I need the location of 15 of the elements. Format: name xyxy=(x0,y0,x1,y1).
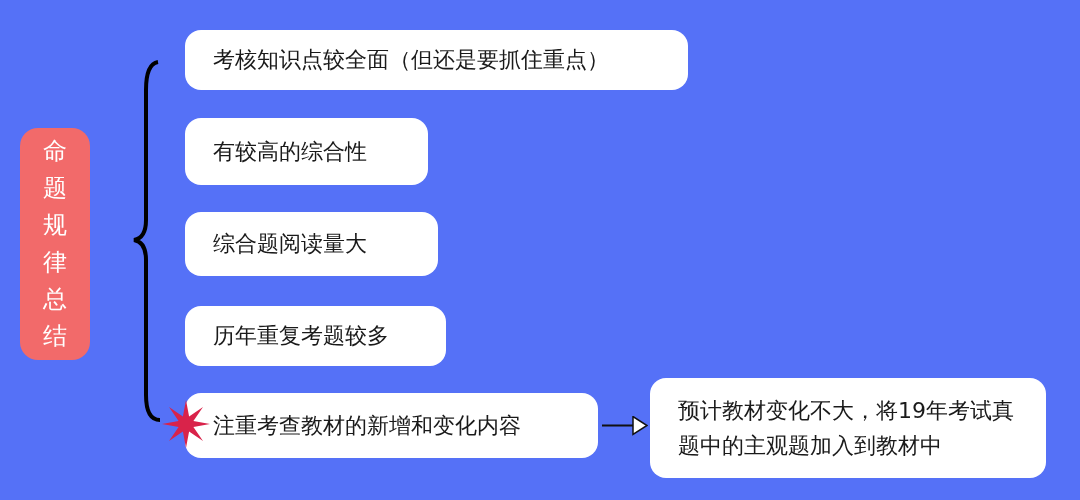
title-box xyxy=(20,128,90,360)
node-text: 考核知识点较全面（但还是要抓住重点） xyxy=(213,46,609,75)
node-text: 预计教材变化不大，将19年考试真题中的主观题加入到教材中 xyxy=(678,396,1015,460)
node-text: 综合题阅读量大 xyxy=(213,230,367,259)
text-box xyxy=(185,212,438,276)
arrow xyxy=(601,415,648,436)
node-text: 有较高的综合性 xyxy=(213,137,367,166)
text-box xyxy=(650,378,1046,478)
text-box xyxy=(185,393,598,458)
node-text: 命题规律总结 xyxy=(42,136,68,352)
text-box xyxy=(185,118,428,185)
text-box xyxy=(185,30,688,90)
node-text: 历年重复考题较多 xyxy=(213,322,389,351)
text-box xyxy=(185,306,446,366)
node-text: 注重考查教材的新增和变化内容 xyxy=(213,411,521,440)
